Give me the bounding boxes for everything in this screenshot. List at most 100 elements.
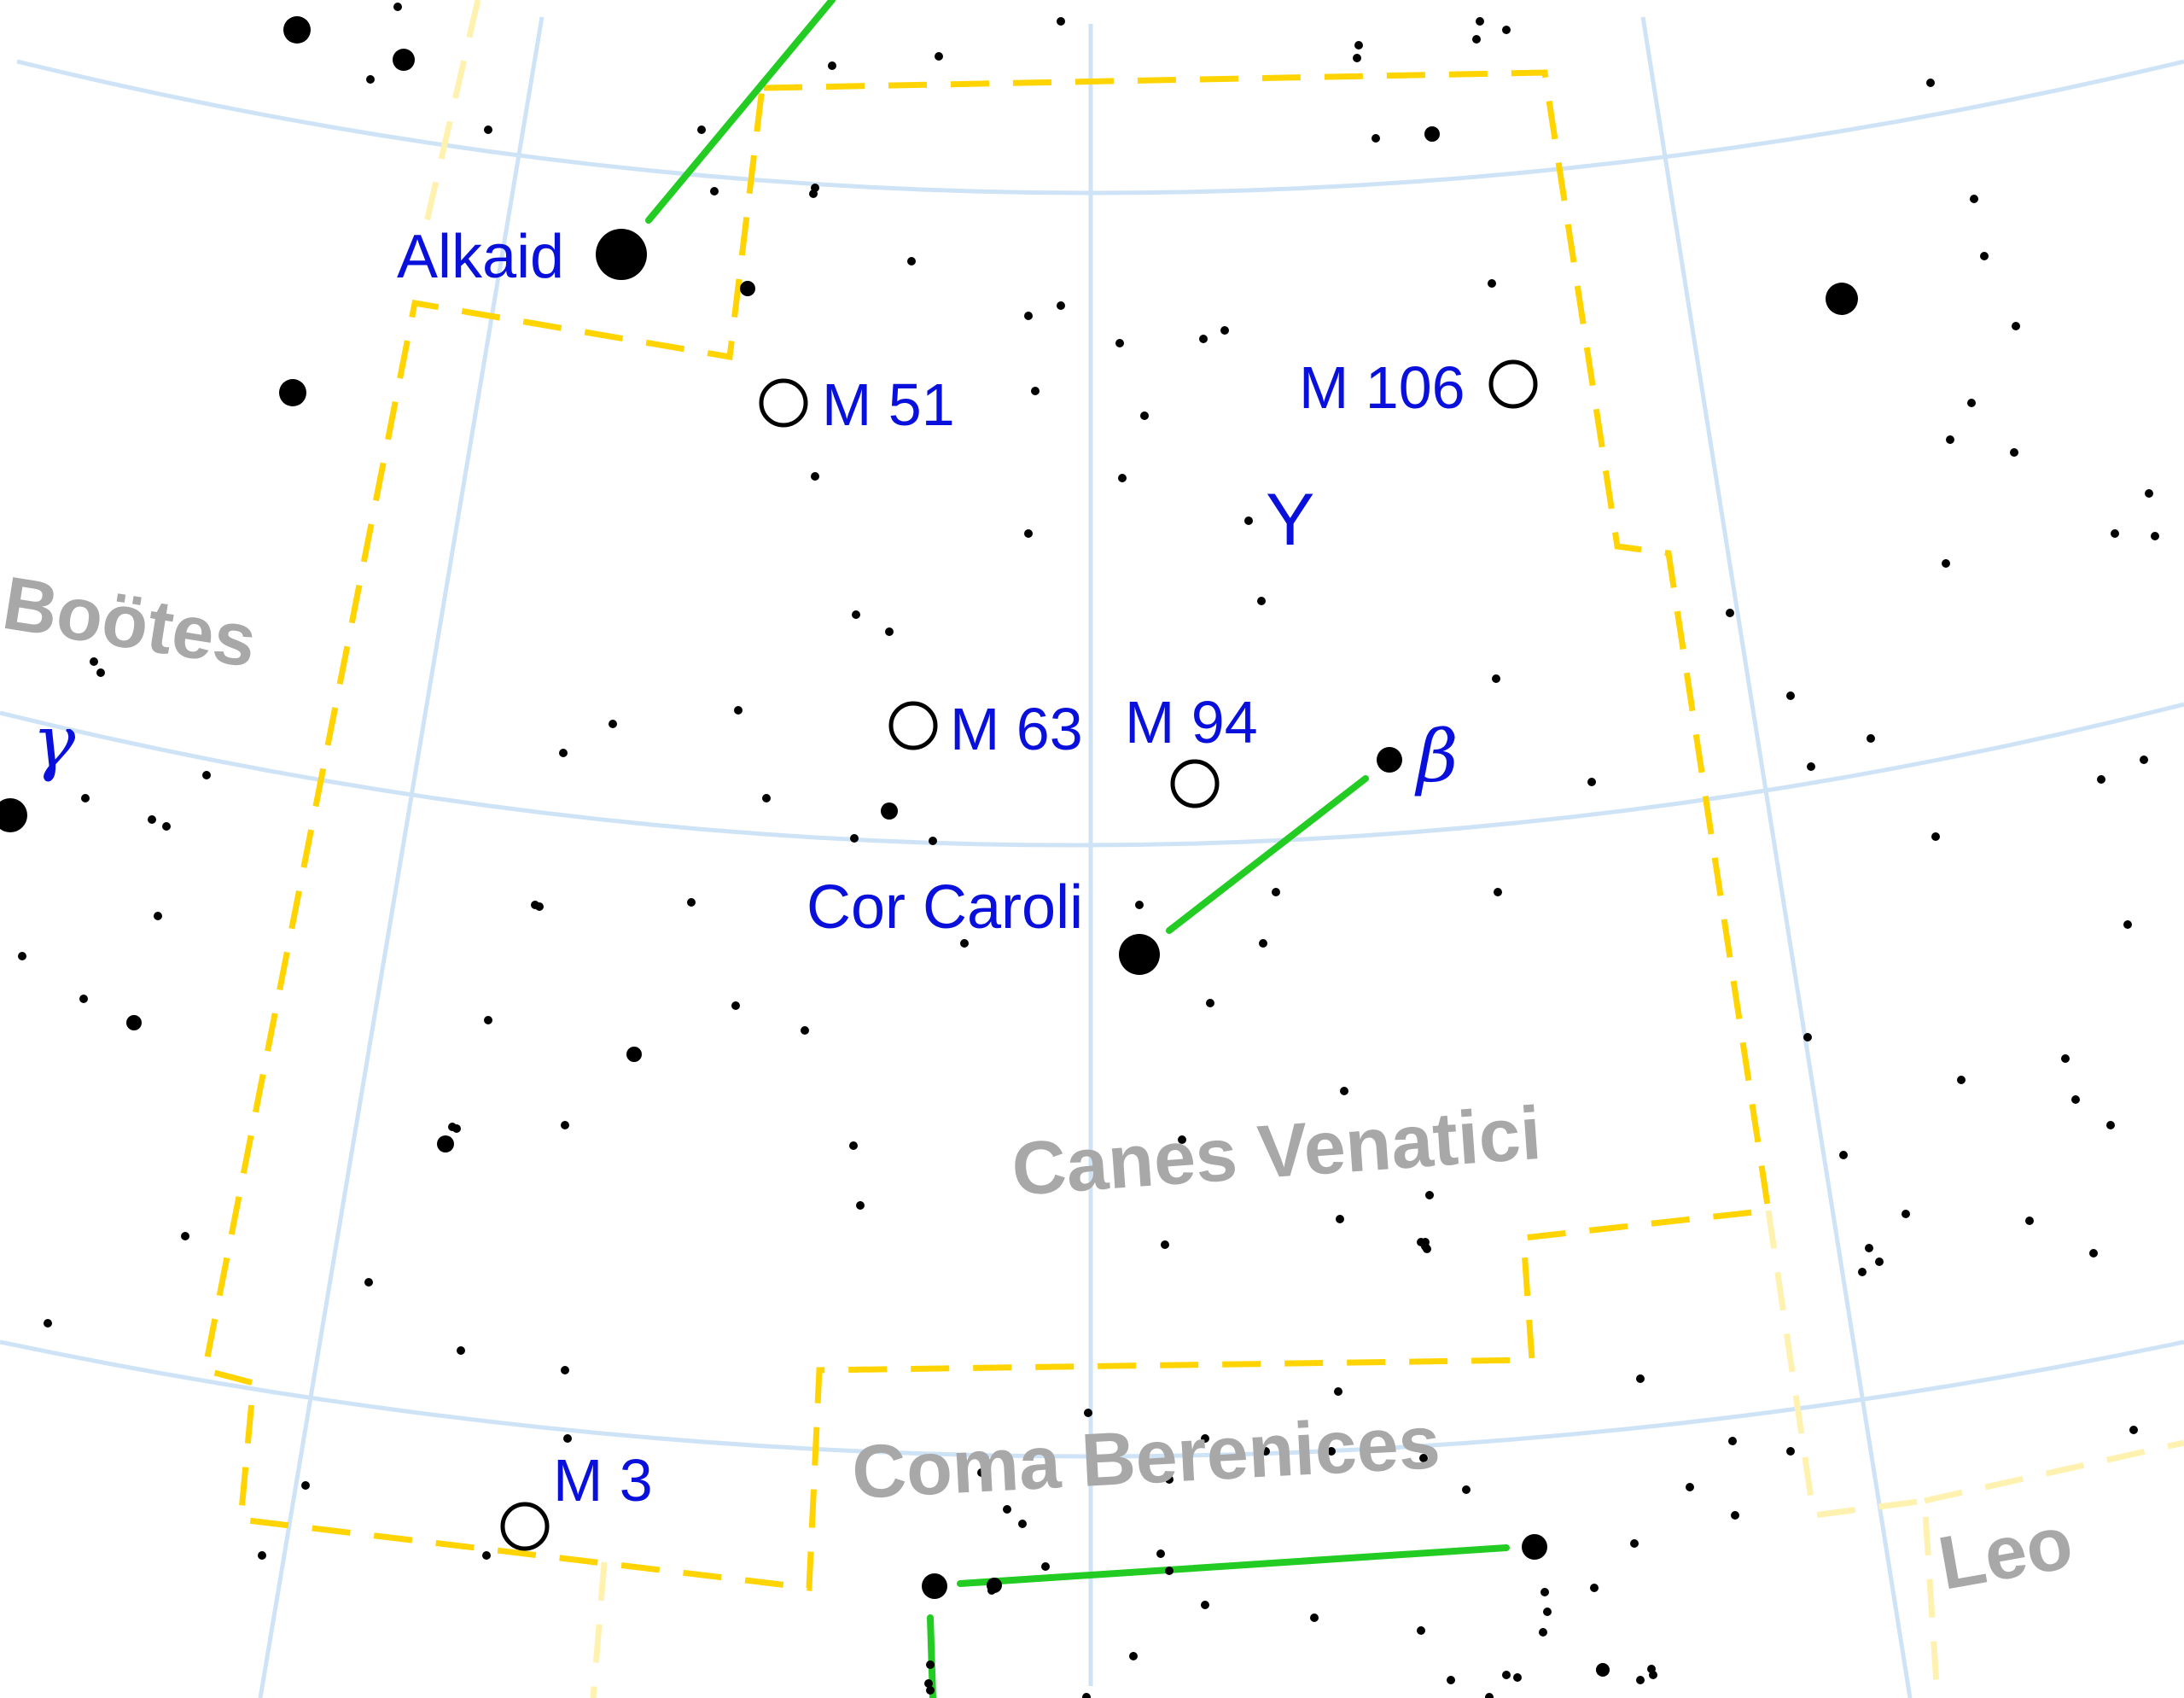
star (1826, 283, 1858, 315)
label-leo: Leo (1932, 1499, 2078, 1606)
star (2010, 448, 2018, 457)
star (881, 802, 898, 820)
star (2071, 1095, 2080, 1104)
star (1419, 1454, 1428, 1462)
star (1636, 1374, 1645, 1383)
star (79, 995, 88, 1003)
star (1492, 674, 1500, 683)
deep-sky-objects (500, 359, 1538, 1551)
star (922, 1573, 947, 1599)
star (1161, 1240, 1169, 1249)
star (154, 912, 162, 920)
star (484, 1016, 492, 1024)
star (885, 627, 894, 636)
star (1336, 1215, 1344, 1223)
star (2106, 1121, 2115, 1129)
m63-marker (888, 701, 938, 750)
star (1957, 1076, 1966, 1084)
star (811, 472, 819, 481)
star (2151, 532, 2159, 540)
star (1462, 1485, 1471, 1494)
star (561, 1121, 569, 1129)
star (563, 1434, 572, 1443)
star (977, 1468, 986, 1477)
star (283, 16, 311, 44)
star (482, 1551, 491, 1560)
star (609, 720, 617, 728)
star (1587, 778, 1596, 786)
star (1649, 1671, 1657, 1679)
star (1875, 1257, 1884, 1266)
star (1786, 1447, 1795, 1456)
star (1902, 1210, 1910, 1218)
star (1424, 126, 1440, 142)
star (1259, 939, 1267, 948)
star (364, 1278, 373, 1287)
star (561, 1366, 569, 1374)
star (2111, 529, 2119, 538)
star (1858, 1268, 1867, 1276)
label-bootes: Boötes (0, 560, 262, 683)
star (202, 771, 211, 779)
star (1967, 399, 1976, 407)
star (1731, 1511, 1739, 1520)
star (258, 1551, 266, 1560)
star (1417, 1238, 1425, 1246)
star (1220, 326, 1229, 335)
star (2123, 920, 2132, 929)
star (1057, 301, 1065, 310)
star (18, 952, 26, 960)
star (301, 1481, 310, 1490)
star (828, 61, 836, 70)
star (1115, 339, 1124, 347)
star (1590, 1584, 1599, 1592)
star (1165, 1475, 1174, 1484)
star (1867, 734, 1875, 743)
star (1839, 1151, 1848, 1159)
star (1340, 1087, 1348, 1095)
star (181, 1232, 189, 1240)
star (2145, 489, 2153, 498)
star (731, 1001, 740, 1010)
star (1865, 1244, 1873, 1252)
star (2140, 756, 2148, 764)
star (926, 1686, 935, 1695)
label-alkaid: Alkaid (397, 223, 564, 291)
star (2089, 1249, 2098, 1257)
star (1082, 1693, 1091, 1698)
star (393, 3, 402, 11)
star (1476, 17, 1484, 26)
star (1372, 134, 1380, 143)
star (1031, 387, 1040, 395)
star (44, 1319, 52, 1327)
star (1041, 1562, 1050, 1571)
star (1807, 762, 1815, 771)
m51-marker (759, 378, 808, 428)
star (484, 125, 492, 134)
star (96, 668, 105, 677)
star (1199, 335, 1208, 343)
star (1596, 1663, 1610, 1677)
star (1502, 26, 1511, 34)
star (1084, 1409, 1092, 1417)
star (987, 1586, 996, 1595)
star (1803, 1033, 1812, 1042)
label-m106: M 106 (1299, 354, 1465, 421)
coordinate-grid (0, 16, 2184, 1698)
star (1334, 1387, 1342, 1396)
star (1417, 1626, 1425, 1635)
star (1257, 597, 1266, 605)
star (626, 1047, 642, 1062)
star (935, 52, 943, 61)
star (801, 1026, 809, 1035)
label-m3: M 3 (553, 1447, 653, 1514)
label-coma-berenices: Coma Berenices (850, 1399, 1442, 1514)
star (81, 794, 90, 802)
star (1502, 1671, 1511, 1679)
star (852, 610, 860, 619)
star-alkaid (596, 229, 647, 280)
star (1310, 1613, 1319, 1622)
star (1024, 312, 1033, 320)
star (1946, 435, 1954, 444)
